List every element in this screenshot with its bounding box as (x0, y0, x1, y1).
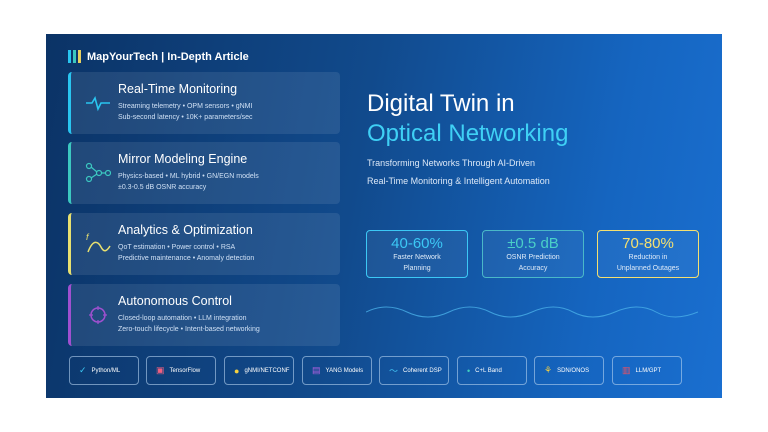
tech-chip-tensorflow: ▣ TensorFlow (146, 356, 216, 385)
hero-subtitle-line2: Real-Time Monitoring & Intelligent Autom… (367, 176, 550, 186)
tech-label: TensorFlow (169, 367, 201, 374)
metric-label: Reduction in (628, 254, 668, 261)
tech-icon: ✓ (79, 365, 87, 375)
tech-label: Python/ML (91, 367, 121, 374)
brand-header: MapYourTech | In-Depth Article (68, 50, 249, 63)
svg-text:f: f (86, 232, 90, 242)
tech-label: Coherent DSP (403, 367, 442, 374)
tech-label: LLM/GPT (635, 367, 662, 374)
card-desc: Physics-based • ML hybrid • GN/EGN model… (118, 173, 259, 180)
metric-card: ±0.5 dB OSNR Prediction Accuracy (482, 230, 584, 278)
card-desc: Predictive maintenance • Anomaly detecti… (118, 255, 255, 262)
tech-label: YANG Models (325, 367, 364, 374)
metric-label: Unplanned Outages (616, 265, 680, 272)
slide: MapYourTech | In-Depth Article Real-Time… (46, 34, 722, 398)
tech-icon: 〜 (389, 366, 399, 376)
metric-card: 70-80% Reduction in Unplanned Outages (597, 230, 699, 278)
metric-value: 70-80% (622, 235, 674, 252)
heartbeat-icon (86, 95, 110, 112)
metric-label: OSNR Prediction (506, 254, 560, 261)
tech-icon: ● (234, 365, 240, 376)
node-graph-icon (85, 162, 111, 183)
tech-chip-sdn-onos: ⚘ SDN/ONOS (534, 356, 604, 385)
tech-chip-c-l-band: • C+L Band (457, 356, 527, 385)
function-curve-icon: f (86, 232, 111, 253)
brand-text: MapYourTech | In-Depth Article (87, 50, 249, 63)
card-analytics-optimization: f Analytics & Optimization QoT estimatio… (68, 213, 340, 275)
card-title: Analytics & Optimization (118, 223, 253, 237)
target-icon (89, 306, 107, 324)
card-desc: QoT estimation • Power control • RSA (118, 244, 236, 251)
metric-card: 40-60% Faster Network Planning (366, 230, 468, 278)
tech-label: C+L Band (475, 367, 502, 374)
card-autonomous-control: Autonomous Control Closed-loop automatio… (68, 284, 340, 346)
metric-label: Planning (403, 265, 431, 272)
tech-chip-llm-gpt: ▥ LLM/GPT (612, 356, 682, 385)
tech-label: gNMI/NETCONF (244, 367, 290, 374)
tech-chip-gnmi-netconf: ● gNMI/NETCONF (224, 356, 294, 385)
card-desc: Closed-loop automation • LLM integration (118, 315, 247, 322)
card-desc: Sub-second latency • 10K+ parameters/sec (118, 114, 253, 121)
card-desc: ±0.3-0.5 dB OSNR accuracy (118, 184, 207, 191)
wave-decoration (366, 306, 698, 318)
hero-title-line2: Optical Networking (367, 120, 569, 147)
tech-label: SDN/ONOS (557, 367, 590, 374)
card-desc: Streaming telemetry • OPM sensors • gNMI (118, 103, 253, 110)
tech-icon: ⚘ (544, 365, 553, 375)
card-real-time-monitoring: Real-Time Monitoring Streaming telemetry… (68, 72, 340, 134)
hero-title-line1: Digital Twin in (367, 90, 515, 117)
tech-chip-yang-models: ▤ YANG Models (302, 356, 372, 385)
card-mirror-modeling-engine: Mirror Modeling Engine Physics-based • M… (68, 142, 340, 204)
tech-icon: ▣ (156, 365, 165, 375)
brand-logo-icon (68, 50, 81, 63)
metric-label: Accuracy (518, 265, 548, 272)
metric-value: 40-60% (391, 235, 443, 252)
tech-chip-coherent-dsp: 〜 Coherent DSP (379, 356, 449, 385)
card-title: Real-Time Monitoring (118, 82, 238, 96)
tech-icon: • (467, 365, 471, 376)
tech-icon: ▤ (312, 365, 321, 375)
card-title: Autonomous Control (118, 294, 232, 308)
metric-label: Faster Network (393, 254, 441, 261)
card-title: Mirror Modeling Engine (118, 152, 248, 166)
tech-chip-python-ml: ✓ Python/ML (69, 356, 139, 385)
tech-icon: ▥ (622, 365, 631, 375)
metric-value: ±0.5 dB (507, 235, 559, 252)
card-desc: Zero-touch lifecycle • Intent-based netw… (118, 326, 260, 333)
hero-subtitle-line1: Transforming Networks Through AI-Driven (367, 158, 536, 168)
